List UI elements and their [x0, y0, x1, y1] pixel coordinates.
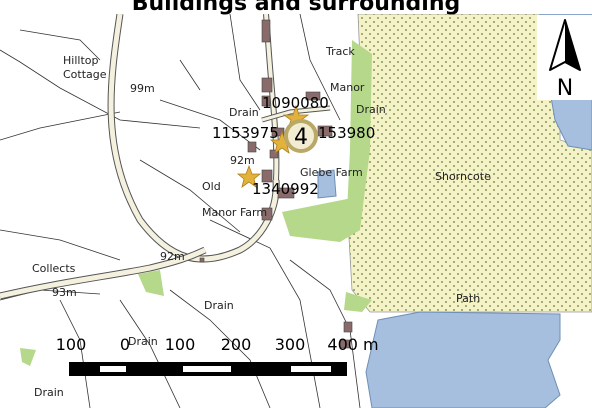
- label-drain-b: Drain: [356, 103, 386, 116]
- label-99m: 99m: [130, 82, 155, 95]
- scale-tick-4: 300: [275, 335, 306, 354]
- building-id-1090080: 1090080: [262, 94, 329, 112]
- title-band: [0, 0, 592, 14]
- label-path: Path: [456, 292, 480, 305]
- cluster-count: 4: [294, 125, 308, 150]
- scale-tick-1: 0: [120, 335, 130, 354]
- field-boundaries: [0, 13, 361, 408]
- marker-star-3[interactable]: [236, 164, 262, 188]
- scale-tick-2: 100: [165, 335, 196, 354]
- scale-tick-5: 400 m: [327, 335, 378, 354]
- building-id-1153975: 1153975: [212, 124, 279, 142]
- label-old: Old: [202, 180, 221, 193]
- label-drain-a: Drain: [229, 106, 259, 119]
- label-93m: 93m: [52, 286, 77, 299]
- pond-small: [317, 169, 337, 199]
- map-title: Buildings and surrounding: [132, 0, 460, 16]
- label-collects: Collects: [32, 262, 76, 275]
- cluster-marker[interactable]: [284, 119, 318, 153]
- label-track: Track: [325, 45, 355, 58]
- label-shorncote: Shorncote: [435, 170, 491, 183]
- north-label: N: [557, 76, 573, 101]
- label-manor: Manor: [330, 81, 365, 94]
- woodland-patch-2: [344, 292, 372, 312]
- building-id-1340992: 1340992: [252, 180, 319, 198]
- roads: [0, 13, 331, 300]
- lake-bottom: [365, 311, 561, 408]
- label-drain-c: Drain: [204, 299, 234, 312]
- scale-bar: 100 0 100 200 300 400 m: [56, 335, 379, 376]
- label-manor-farm: Manor Farm: [202, 206, 267, 219]
- north-arrow: N: [537, 15, 592, 101]
- label-cottage: Cottage: [63, 68, 107, 81]
- label-drain-d: Drain: [128, 335, 158, 348]
- building-id-153980: 153980: [318, 124, 375, 142]
- woodland-patch: [282, 198, 360, 242]
- label-92m-a: 92m: [230, 154, 255, 167]
- woodland-patch-4: [20, 348, 36, 366]
- scale-tick-3: 200: [221, 335, 252, 354]
- label-92m-b: 92m: [160, 250, 185, 263]
- woodland-patch-3: [138, 270, 164, 296]
- scale-tick-0: 100: [56, 335, 87, 354]
- label-hilltop: Hilltop: [63, 54, 98, 67]
- label-glebe-farm: Glebe Farm: [300, 166, 363, 179]
- woodland-strip: [346, 40, 372, 232]
- label-drain-e: Drain: [34, 386, 64, 399]
